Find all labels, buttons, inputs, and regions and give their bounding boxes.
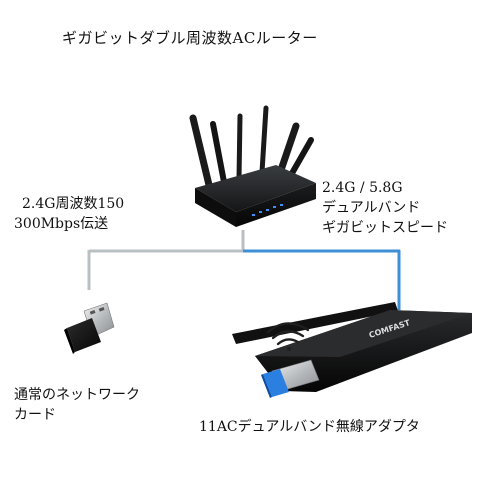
right-band-label-line1: 2.4G / 5.8G — [322, 180, 403, 196]
page-title: ギガビットダブル周波数ACルーター — [62, 29, 318, 47]
left-device-label-line1: 通常のネットワーク — [14, 387, 140, 403]
left-band-label-line1: 2.4G周波数150 — [22, 196, 125, 212]
router-leds — [252, 204, 283, 216]
connection-lines — [87, 230, 401, 310]
left-band-label-line2: 300Mbps伝送 — [14, 216, 109, 232]
right-band-label-line2: デュアルバンド — [322, 200, 421, 216]
nano-usb-adapter-image — [64, 302, 115, 354]
right-device-label: 11ACデュアルバンド無線アダプタ — [199, 419, 420, 435]
ac-usb-adapter-image: COMFAST — [232, 302, 472, 398]
left-device-label-line2: カード — [14, 407, 56, 423]
router-image — [189, 105, 316, 227]
router-front — [195, 188, 236, 227]
right-band-label-line3: ギガビットスピード — [322, 220, 448, 236]
wifi-icon — [266, 322, 310, 346]
router-antennas — [189, 105, 314, 189]
router-top — [195, 165, 316, 212]
